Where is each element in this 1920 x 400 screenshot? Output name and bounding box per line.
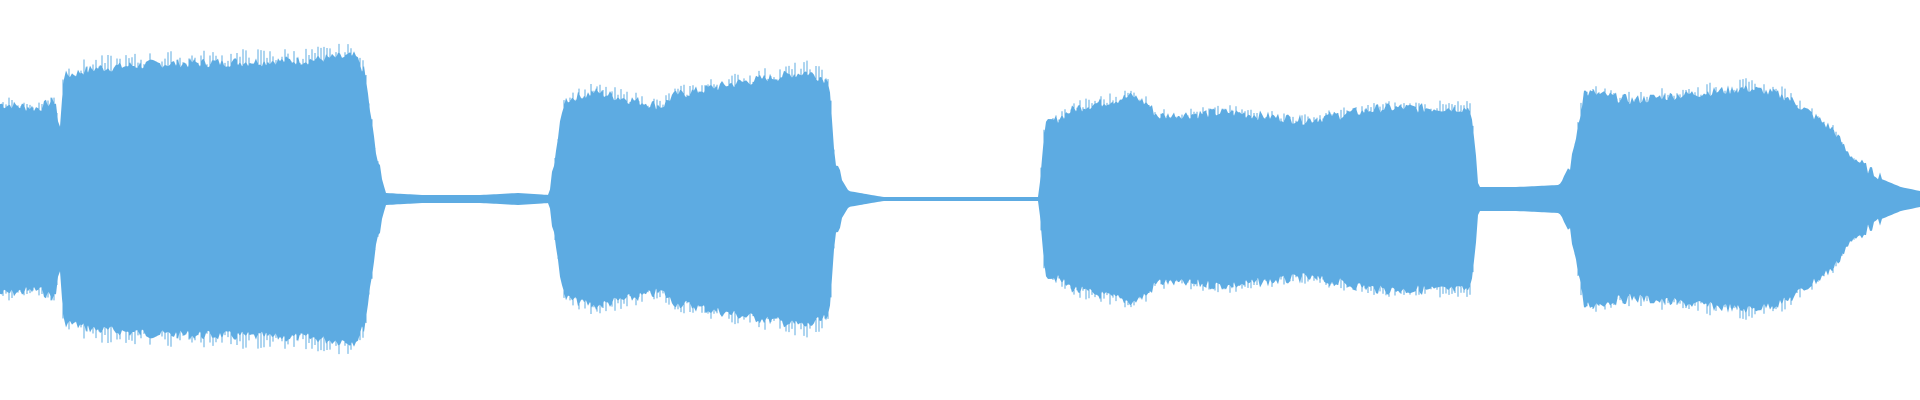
waveform-spikes	[0, 43, 1873, 355]
